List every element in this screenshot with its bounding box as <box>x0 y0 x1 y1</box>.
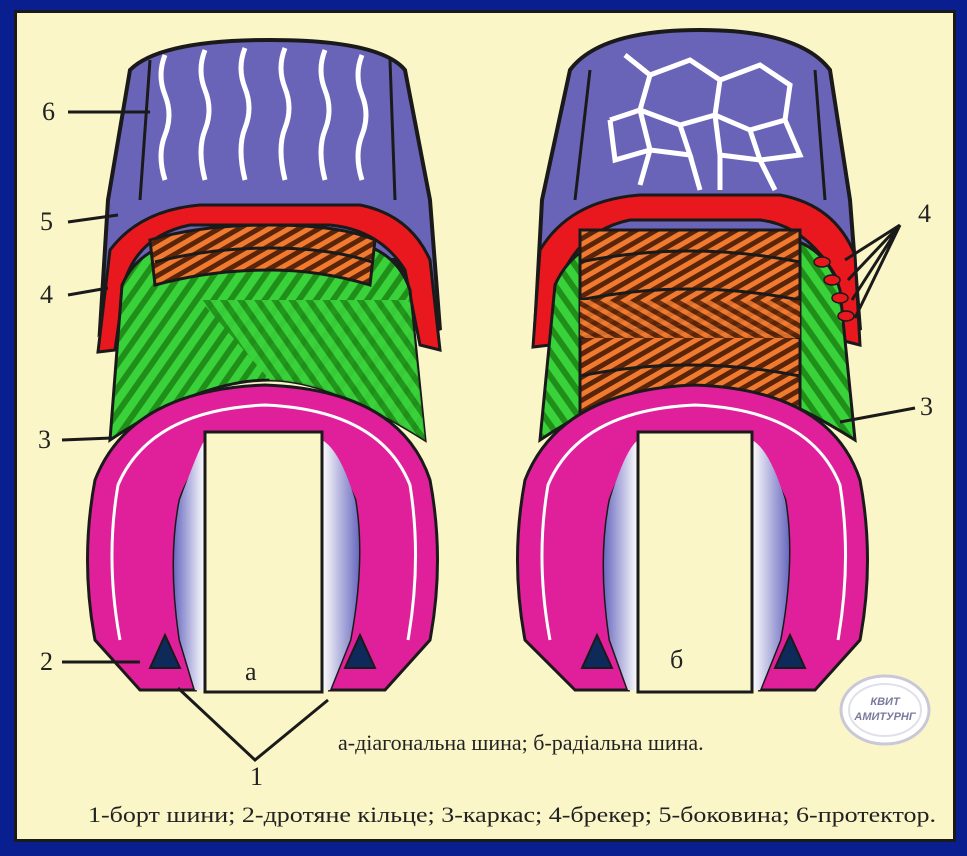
tire-a-label: а <box>245 657 257 686</box>
label-4-right: 4 <box>918 199 931 228</box>
label-5: 5 <box>40 207 53 236</box>
label-1: 1 <box>250 762 263 791</box>
caption-tire-types: а-діагональна шина; б-радіальна шина. <box>338 730 704 755</box>
logo-line-2: АМИТУРНГ <box>853 711 916 723</box>
label-4-left: 4 <box>40 280 53 309</box>
label-3-left: 3 <box>38 425 51 454</box>
caption-legend: 1-борт шини; 2-дротяне кільце; 3-каркас;… <box>88 802 936 827</box>
logo-line-1: КВИТ <box>870 696 901 708</box>
tire-b-label: б <box>670 645 683 674</box>
publisher-logo: КВИТ АМИТУРНГ <box>841 676 929 744</box>
label-3-right: 3 <box>920 392 933 421</box>
radial-tire <box>518 30 868 692</box>
diagonal-tire <box>88 40 441 692</box>
label-2: 2 <box>40 647 53 676</box>
label-6: 6 <box>42 97 55 126</box>
